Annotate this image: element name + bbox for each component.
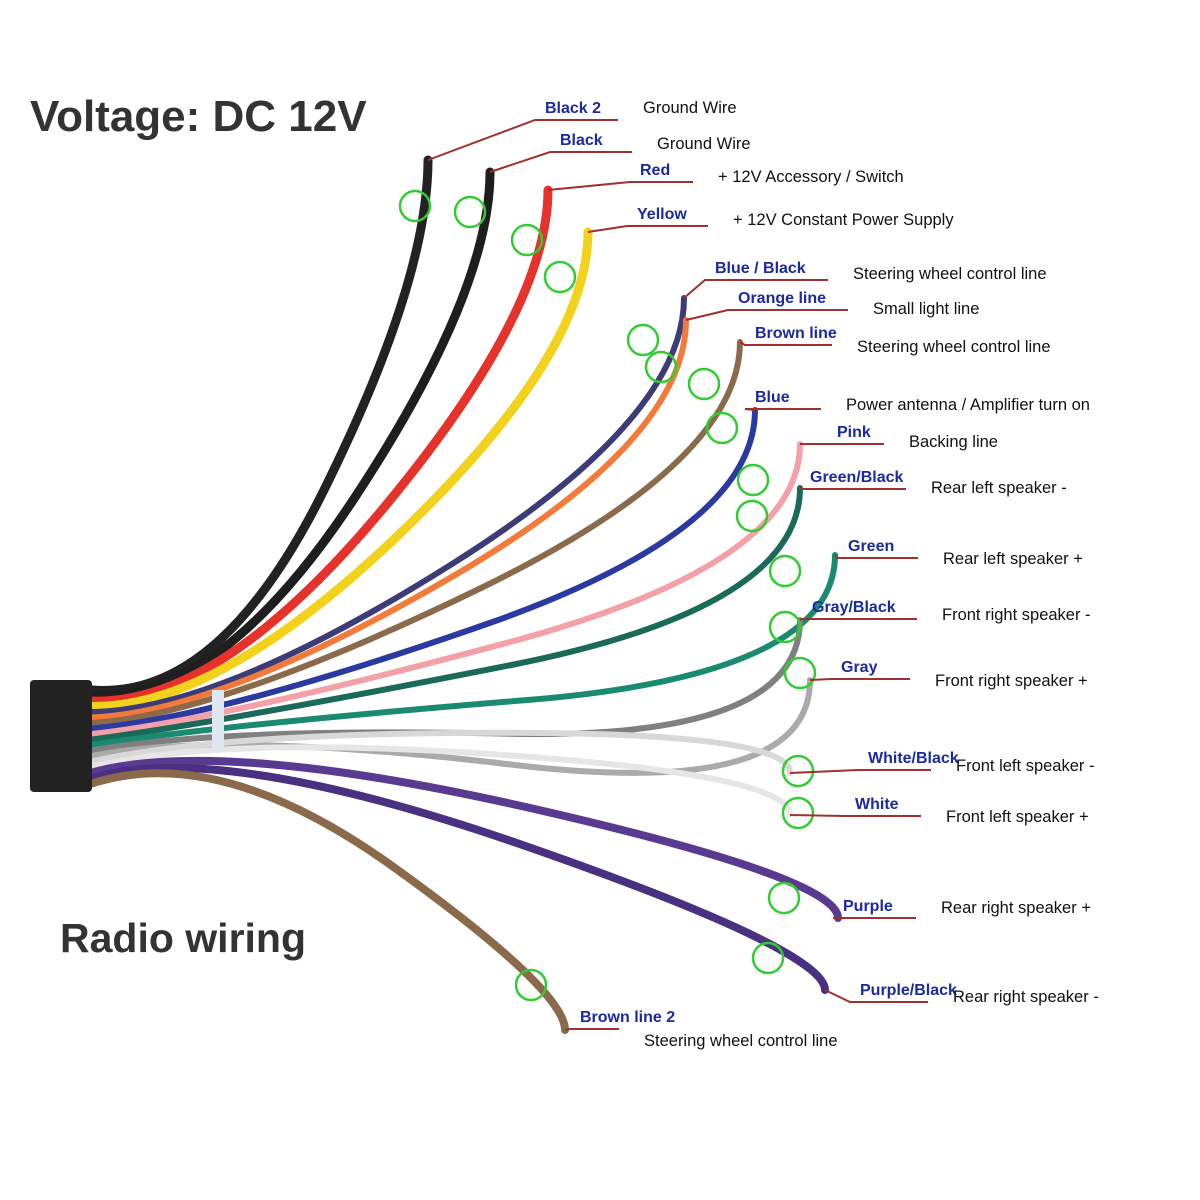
function-label-yellow: + 12V Constant Power Supply	[733, 211, 954, 229]
marker-circle-purple	[767, 881, 801, 915]
function-label-orange-line: Small light line	[873, 300, 979, 318]
color-label-purple: Purple	[843, 898, 893, 915]
function-label-brown-line: Steering wheel control line	[857, 338, 1051, 356]
color-label-green-black: Green/Black	[810, 469, 903, 486]
marker-circle-brown-line	[687, 367, 721, 401]
wire-green-black	[89, 485, 803, 743]
wire-red	[87, 185, 553, 706]
wire-pink	[89, 441, 803, 737]
cable-tie	[212, 690, 224, 750]
function-label-green-black: Rear left speaker -	[931, 479, 1067, 497]
wire-yellow	[87, 227, 593, 712]
function-label-green: Rear left speaker +	[943, 550, 1083, 568]
color-label-brown-line: Brown line	[755, 325, 837, 342]
wire-purple-black	[88, 763, 829, 994]
function-label-black-2: Ground Wire	[643, 99, 737, 117]
color-label-gray-black: Gray/Black	[812, 599, 896, 616]
leader-line-white-black	[789, 769, 931, 774]
leader-line-black-2	[427, 119, 618, 161]
color-label-brown-line-2: Brown line 2	[580, 1009, 675, 1026]
harness-connector	[30, 680, 92, 792]
marker-circle-gray	[783, 656, 817, 690]
function-label-blue: Power antenna / Amplifier turn on	[846, 396, 1090, 414]
marker-circle-black	[453, 195, 487, 229]
marker-circle-blue	[705, 411, 739, 445]
leader-line-green-black	[799, 488, 906, 490]
color-label-black: Black	[560, 132, 603, 149]
function-label-white: Front left speaker +	[946, 808, 1089, 826]
leader-line-green	[834, 554, 918, 559]
marker-circle-black-2	[398, 189, 432, 223]
leader-line-gray-black	[799, 618, 917, 621]
color-label-black-2: Black 2	[545, 100, 601, 117]
marker-circle-green	[768, 554, 802, 588]
marker-circle-white	[781, 796, 815, 830]
leader-line-blue-black	[683, 279, 828, 299]
color-label-purple-black: Purple/Black	[860, 982, 957, 999]
wire-black	[87, 167, 495, 701]
marker-circle-brown-line-2	[514, 968, 548, 1002]
color-label-orange-line: Orange line	[738, 290, 826, 307]
voltage-title: Voltage: DC 12V	[30, 92, 367, 141]
wire-blue-black	[89, 295, 687, 715]
function-label-gray-black: Front right speaker -	[942, 606, 1091, 624]
color-label-yellow: Yellow	[637, 206, 687, 223]
leader-line-brown-line	[739, 341, 832, 346]
function-label-purple-black: Rear right speaker -	[953, 988, 1099, 1006]
leader-line-red	[547, 181, 693, 191]
color-label-blue-black: Blue / Black	[715, 260, 806, 277]
marker-circle-orange-line	[644, 350, 678, 384]
wire-brown-line	[89, 339, 743, 726]
wire-blue	[89, 407, 758, 732]
leader-line-orange-line	[685, 309, 848, 321]
leader-line-white	[789, 814, 921, 817]
color-label-white: White	[855, 796, 899, 813]
wire-brown-line-2	[88, 769, 569, 1034]
marker-circle-purple-black	[751, 941, 785, 975]
marker-circle-green-black	[735, 499, 769, 533]
function-label-black: Ground Wire	[657, 135, 751, 153]
leader-line-purple-black	[824, 989, 928, 1003]
leader-line-yellow	[587, 225, 708, 233]
function-label-purple: Rear right speaker +	[941, 899, 1091, 917]
leader-line-blue	[744, 408, 821, 411]
marker-circle-red	[510, 223, 544, 257]
function-label-blue-black: Steering wheel control line	[853, 265, 1047, 283]
function-label-gray: Front right speaker +	[935, 672, 1088, 690]
wire-white-black	[89, 729, 793, 776]
wire-black-2	[87, 155, 433, 695]
color-label-gray: Gray	[841, 659, 878, 676]
wire-orange-line	[89, 317, 689, 721]
function-label-pink: Backing line	[909, 433, 998, 451]
color-label-green: Green	[848, 538, 894, 555]
color-label-pink: Pink	[837, 424, 871, 441]
color-label-white-black: White/Black	[868, 750, 959, 767]
wire-purple	[88, 756, 842, 922]
marker-circle-pink	[736, 463, 770, 497]
color-label-blue: Blue	[755, 389, 790, 406]
leader-line-black	[489, 151, 632, 173]
marker-circle-blue-black	[626, 323, 660, 357]
marker-circle-yellow	[543, 260, 577, 294]
leader-line-brown-line-2	[564, 1028, 619, 1031]
wire-white	[89, 744, 793, 818]
radio-wiring-title: Radio wiring	[60, 915, 306, 961]
marker-circle-gray-black	[768, 610, 802, 644]
function-label-brown-line-2: Steering wheel control line	[644, 1032, 838, 1050]
function-label-red: + 12V Accessory / Switch	[718, 168, 904, 186]
leader-line-gray	[809, 678, 910, 681]
color-label-red: Red	[640, 162, 670, 179]
function-label-white-black: Front left speaker -	[956, 757, 1094, 775]
